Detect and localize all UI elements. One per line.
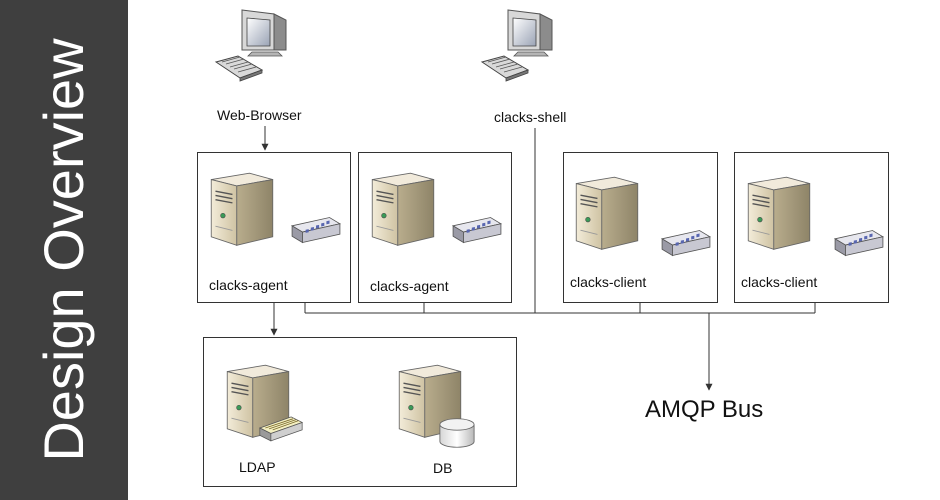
- agent-2-server-icon: [371, 172, 435, 247]
- sidebar: Design Overview: [0, 0, 128, 500]
- client-1-server-icon: [575, 176, 639, 251]
- db-cylinder-icon: [439, 418, 475, 448]
- agent-2-network-icon: [452, 216, 502, 244]
- clacks-shell-workstation-icon: [481, 9, 553, 82]
- client-1-network-icon: [661, 229, 711, 257]
- ldap-label: LDAP: [239, 459, 276, 475]
- client-2-label: clacks-client: [741, 274, 818, 290]
- web-browser-label: Web-Browser: [217, 107, 302, 123]
- agent-2-label: clacks-agent: [370, 278, 449, 294]
- db-label: DB: [433, 460, 453, 476]
- client-1-label: clacks-client: [570, 274, 647, 290]
- client-2-server-icon: [747, 176, 811, 251]
- agent-1-label: clacks-agent: [209, 277, 288, 293]
- web-browser-workstation-icon: [215, 9, 287, 82]
- connectors: [261, 126, 816, 391]
- clacks-shell-label: clacks-shell: [494, 109, 567, 125]
- client-2-network-icon: [834, 229, 884, 257]
- agent-1-network-icon: [291, 216, 341, 244]
- amqp-bus-label: AMQP Bus: [645, 396, 764, 423]
- agent-1-server-icon: [210, 172, 274, 247]
